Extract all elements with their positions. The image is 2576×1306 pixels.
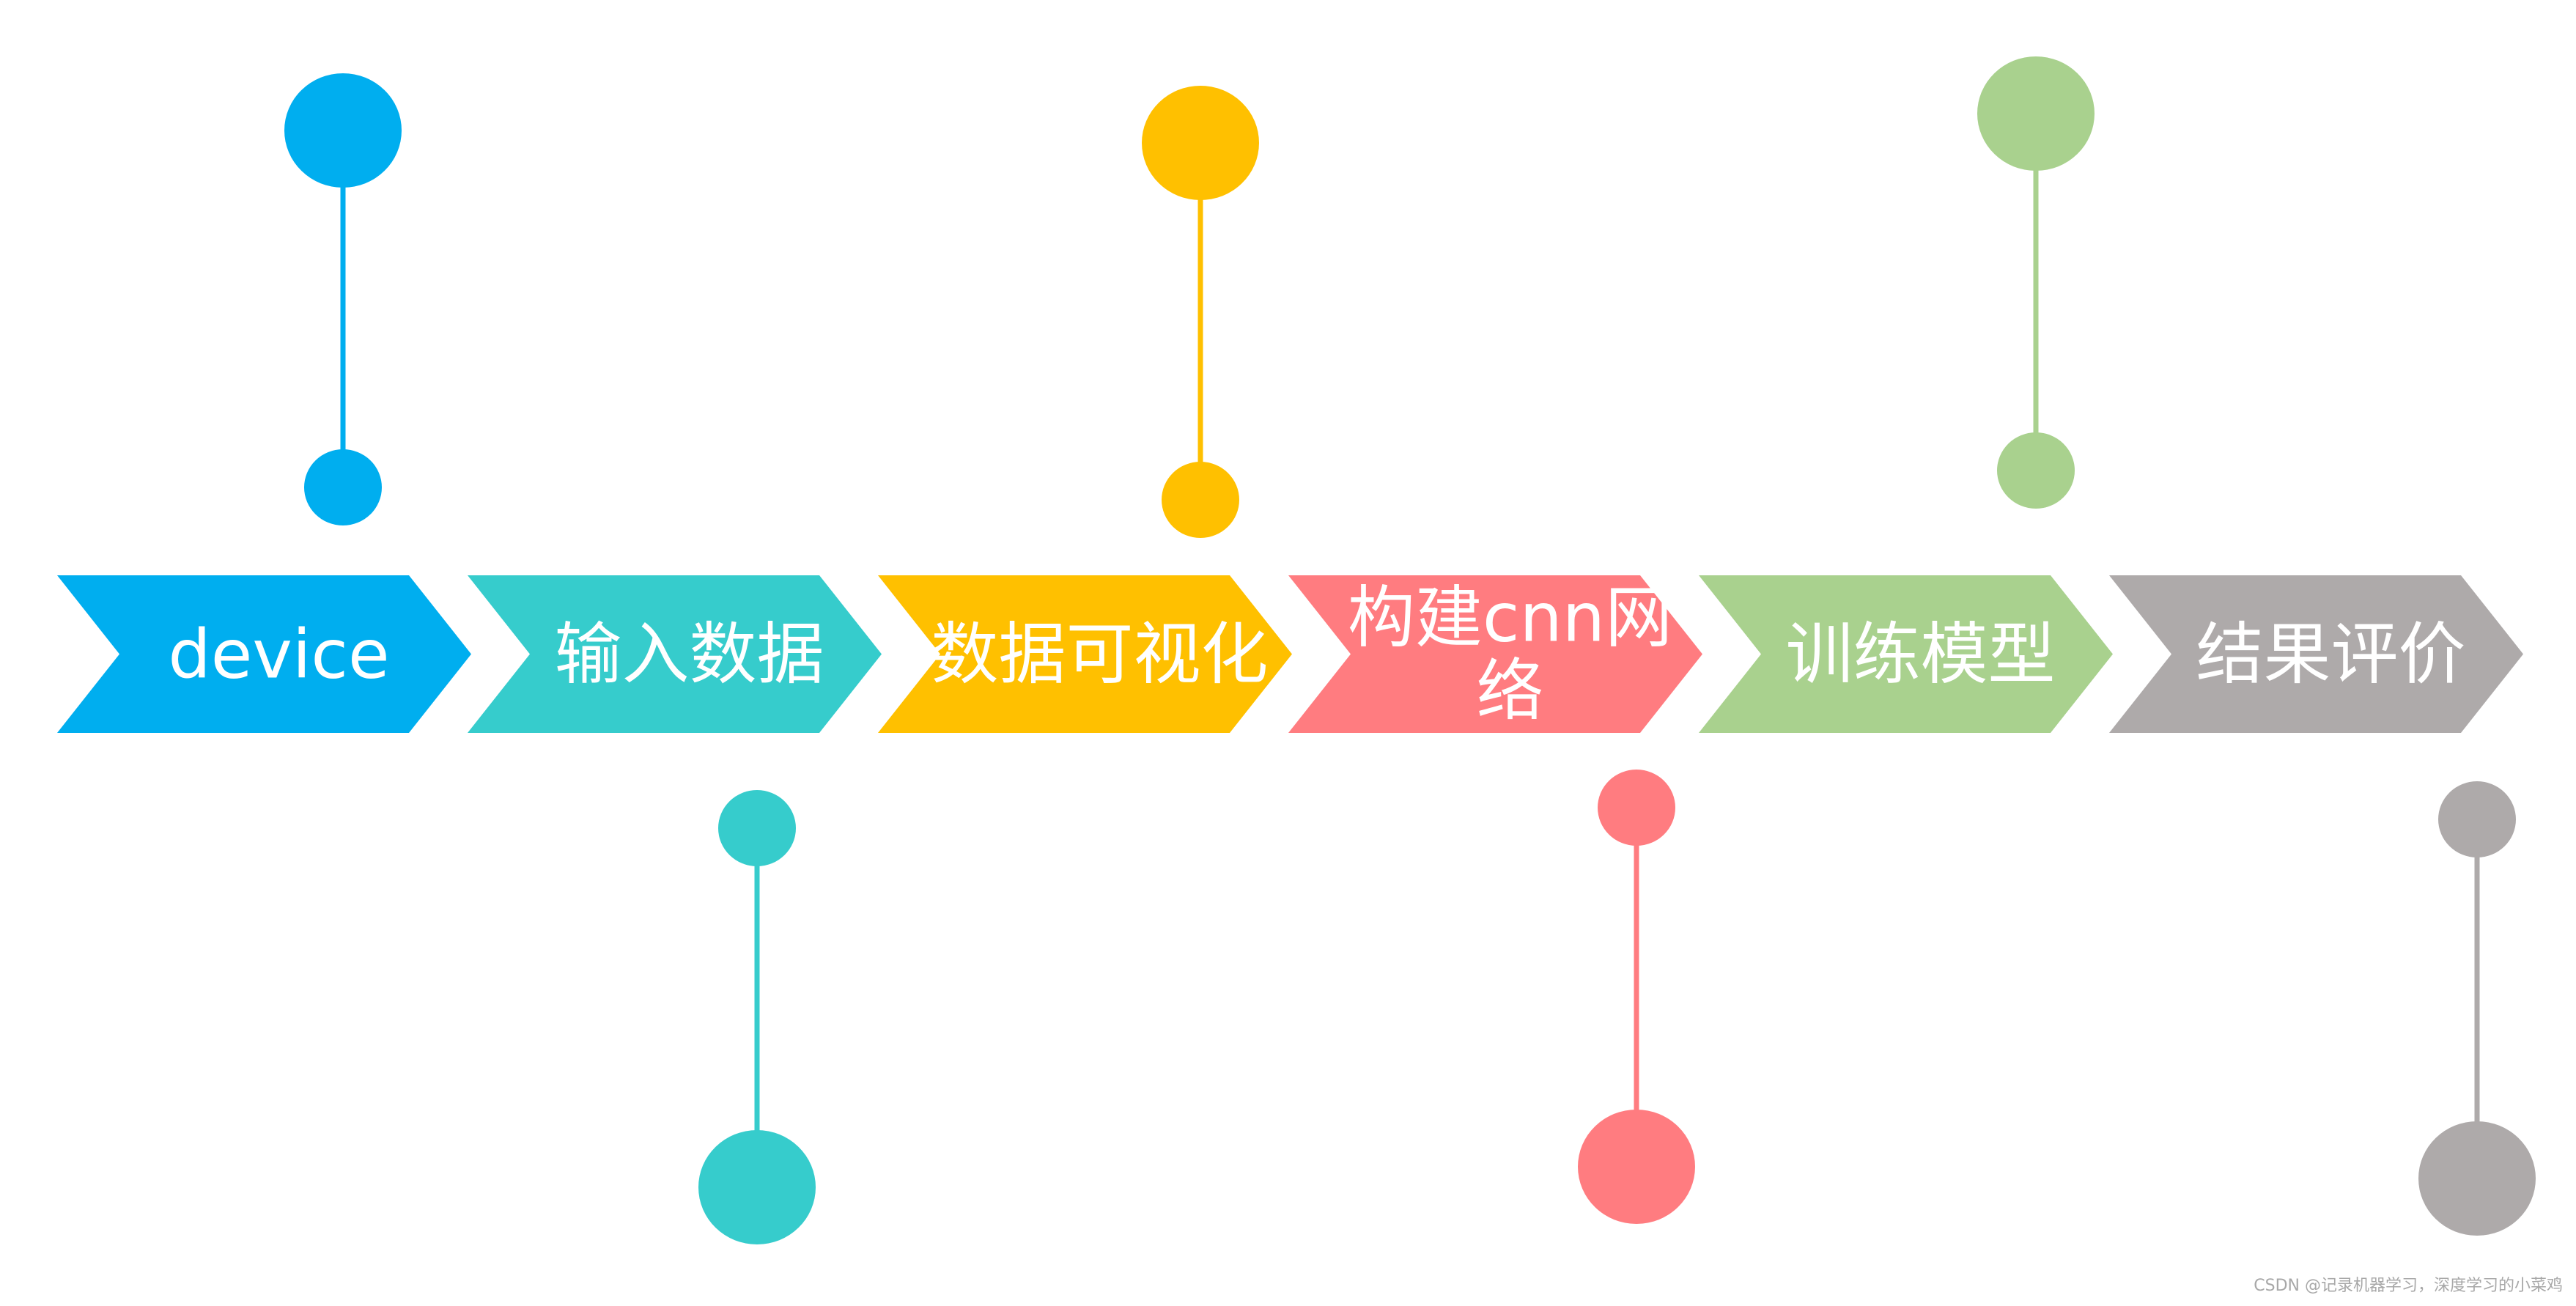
small-bubble-train-model [1997,432,2075,509]
step-label-build-cnn-line1: 构建cnn网 [1348,579,1672,657]
large-bubble-device [284,73,402,188]
step-label-evaluate-results: 结果评价 [2196,616,2465,694]
small-bubble-data-visualization [1162,462,1239,538]
watermark: CSDN @记录机器学习，深度学习的小菜鸡 [2254,1277,2563,1295]
step-label-device: device [168,616,389,694]
small-bubble-evaluate-results [2438,781,2516,857]
small-bubble-input-data [718,790,796,866]
chevron-input-data [468,575,882,733]
chevron-train-model [1699,575,2113,733]
chevron-device [57,575,471,733]
step-label-data-visualization: 数据可视化 [931,616,1268,694]
chevron-evaluate-results [2109,575,2523,733]
chevron-data-visualization [878,575,1292,733]
step-label-build-cnn-line2: 络 [1476,652,1543,731]
connector-stems [284,56,2536,1244]
step-label-input-data: 输入数据 [554,616,824,694]
large-bubble-evaluate-results [2418,1121,2536,1236]
step-label-train-model: 训练模型 [1785,616,2055,694]
large-bubble-train-model [1977,56,2095,171]
chevron-build-cnn [1288,575,1702,733]
large-bubble-input-data [698,1130,816,1244]
large-bubble-data-visualization [1142,86,1259,200]
small-bubble-build-cnn [1598,770,1675,846]
small-bubble-device [304,449,382,525]
large-bubble-build-cnn [1578,1110,1695,1224]
